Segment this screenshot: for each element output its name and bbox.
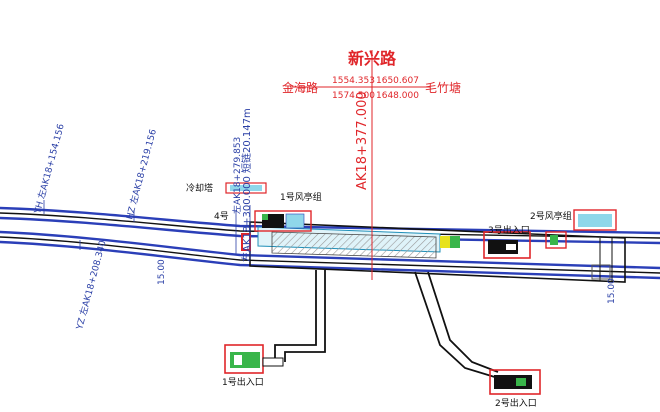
label-left-mid: 左AK18+279.853 [231,137,243,214]
wind-pavilion-1 [254,210,312,232]
label-exit-2: 2号出入口 [495,397,537,409]
station-name: 新兴路 [348,49,397,68]
label-yz: YZ 左AK18+208.340 [73,239,109,332]
center-mileage: AK18+377.000 [355,91,370,190]
chain-bottom-right: 1648.000 [376,91,419,101]
label-exit-1: 1号出入口 [222,376,264,388]
label-wind-pavilion-2: 2号风亭组 [530,210,572,222]
label-hz: HZ 左AK18+219.156 [123,128,159,221]
label-yh: YH 左AK18+154.156 [31,122,67,216]
label-exit-3: 3号出入口 [488,224,530,236]
right-road-name: 毛竹塘 [425,80,461,95]
track-lower [0,230,660,280]
dim-right: 15.00 [607,278,617,304]
chain-top-right: 1650.607 [376,76,419,86]
dim-left: 15.00 [157,259,167,285]
cooling-tower [225,182,267,194]
exit-1 [224,344,284,374]
exit-2 [489,369,541,395]
chain-bottom-left: 1574.500 [332,91,375,101]
station-centerline [290,50,430,280]
label-wind-pavilion-1: 1号风亭组 [280,191,322,203]
track-upper [0,206,660,245]
label-short-chain: 左AK18+300.000 短链20.147m [240,108,253,262]
passage-exit-2 [414,271,499,379]
passage-exit-1 [274,270,326,362]
wind-pavilion-2 [545,209,617,280]
chain-top-left: 1554.353 [332,76,375,86]
platform-hatch [271,231,437,259]
label-cooling-tower: 冷却塔 [186,182,213,194]
wind-pavilion-4-marker [241,233,251,251]
left-road-name: 金海路 [282,80,318,95]
label-wind-pavilion-4: 4号 [214,211,229,222]
leader-lines [43,200,251,255]
exit-3 [440,231,531,259]
